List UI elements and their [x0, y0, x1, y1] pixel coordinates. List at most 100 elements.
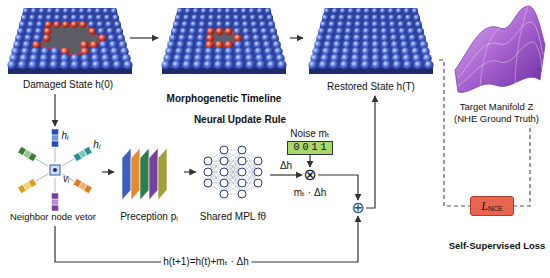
cell-sphere: [17, 28, 24, 35]
cell-sphere: [361, 60, 370, 69]
cell-sphere: [116, 28, 123, 35]
cell-sphere: [345, 28, 352, 35]
cell-sphere: [234, 21, 241, 28]
cell-sphere: [320, 21, 327, 28]
cell-sphere: [363, 21, 370, 28]
vector-cell: [52, 199, 59, 205]
perception-layers: [122, 148, 167, 200]
grid-plate-side: [162, 68, 286, 74]
cell-sphere: [390, 34, 398, 42]
mask-bits: 0011: [287, 141, 332, 155]
cell-sphere: [31, 8, 37, 14]
cell-sphere: [364, 8, 370, 14]
cell-sphere: [319, 60, 328, 69]
cell-sphere: [161, 60, 170, 69]
cell-sphere: [71, 21, 78, 28]
cell-sphere: [225, 28, 232, 35]
cell-sphere: [175, 15, 182, 22]
cell-sphere: [197, 34, 205, 42]
grid-plate: [162, 8, 286, 68]
cell-sphere: [399, 28, 406, 35]
cell-sphere: [97, 21, 104, 28]
cell-sphere: [88, 15, 95, 22]
cell-sphere: [322, 15, 329, 22]
cell-sphere: [71, 8, 77, 14]
link-line: [55, 148, 56, 162]
cell-sphere: [337, 21, 344, 28]
cell-sphere: [185, 8, 191, 14]
cell-sphere: [380, 8, 386, 14]
cell-sphere: [208, 15, 215, 22]
cell-sphere: [28, 21, 35, 28]
cell-sphere: [183, 60, 192, 69]
cell-sphere: [183, 15, 190, 22]
cell-sphere: [414, 60, 423, 69]
cell-sphere: [324, 8, 330, 14]
mlp-link: [224, 161, 242, 194]
cell-sphere: [400, 34, 408, 42]
cell-sphere: [193, 8, 199, 14]
cell-sphere: [217, 8, 223, 14]
cell-sphere: [339, 15, 346, 22]
mesh-line: [480, 6, 528, 88]
cell-sphere: [414, 15, 421, 22]
cell-sphere: [340, 60, 349, 69]
cell-sphere: [404, 8, 410, 14]
cell-sphere: [103, 8, 109, 14]
cell-sphere: [225, 21, 232, 28]
cell-sphere: [267, 15, 274, 22]
cell-sphere: [389, 21, 396, 28]
cell-sphere: [99, 34, 107, 42]
cell-sphere: [71, 60, 80, 69]
cell-sphere: [396, 8, 402, 14]
node-text: ⊗: [303, 167, 316, 183]
mlp-unit: [254, 179, 262, 187]
cell-sphere: [29, 15, 36, 22]
cell-sphere: [47, 8, 53, 14]
cell-sphere: [381, 21, 388, 28]
connector: [184, 171, 196, 172]
cell-sphere: [171, 28, 178, 35]
cell-sphere: [104, 15, 111, 22]
cell-sphere: [216, 28, 223, 35]
mlp-unit: [220, 179, 228, 187]
cell-sphere: [192, 15, 199, 22]
node-vector: [52, 193, 59, 211]
cell-sphere: [329, 21, 336, 28]
cell-sphere: [180, 28, 187, 35]
vector-name: hᵢ: [62, 130, 69, 142]
cell-sphere: [225, 60, 234, 69]
cell-sphere: [256, 60, 265, 69]
sphere-grid: [161, 8, 286, 74]
cell-sphere: [206, 34, 214, 42]
grid-plate-side: [309, 68, 433, 74]
mesh-line: [458, 42, 542, 86]
node-vector: [73, 146, 92, 161]
cell-sphere: [418, 34, 426, 42]
cell-sphere: [178, 34, 186, 42]
loss-box: LNCE: [470, 196, 514, 216]
cell-sphere: [380, 15, 387, 22]
cell-sphere: [54, 15, 61, 22]
mlp-link: [242, 161, 258, 194]
cell-sphere: [398, 21, 405, 28]
cell-sphere: [117, 34, 125, 42]
grid-plate-side: [8, 68, 132, 74]
cell-sphere: [258, 15, 265, 22]
cell-sphere: [344, 34, 352, 42]
state-grid: Restored State h(T): [303, 2, 439, 96]
vector-name: vᵢ: [63, 173, 69, 185]
sphere-grid: [308, 8, 433, 74]
cell-sphere: [62, 21, 69, 28]
cell-sphere: [23, 8, 29, 14]
cell-sphere: [372, 34, 380, 42]
cell-sphere: [351, 60, 360, 69]
mlp-figure: Shared MPL fθ: [196, 132, 270, 226]
manifold-figure: Target Manifold Z (NHE Ground Truth): [445, 2, 548, 128]
cell-sphere: [403, 60, 412, 69]
cell-sphere: [43, 34, 51, 42]
cell-sphere: [318, 28, 325, 35]
mlp-unit: [238, 146, 246, 154]
edge-label: h(t+1)=h(t)+mₜ · Δh: [161, 256, 251, 268]
cell-sphere: [382, 60, 391, 69]
